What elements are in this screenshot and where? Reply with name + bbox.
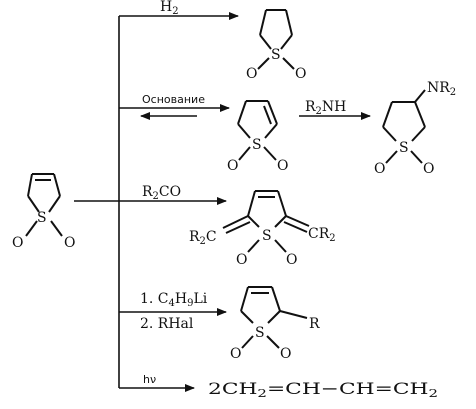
sulfolane-oxygen-right: O xyxy=(295,66,306,82)
ylidene-right: CR2 xyxy=(308,226,336,244)
ylidene-left: R2C xyxy=(189,229,217,247)
reagent-ketone: R2CO xyxy=(142,184,181,202)
start-oxygen-left: O xyxy=(12,235,23,251)
product-alkylsulfolene xyxy=(240,286,308,349)
sulfolane-sulfur: S xyxy=(271,47,281,63)
sulfolene2-sulfur: S xyxy=(252,137,262,153)
dialkylidene-oxygen-right: O xyxy=(286,252,297,268)
reagent-base: Основание xyxy=(142,93,205,106)
sulfolene2-oxygen-left: O xyxy=(227,158,238,174)
sulfolene2-oxygen-right: O xyxy=(277,158,288,174)
reagent-butyllithium: 1. C4H9Li xyxy=(140,291,208,309)
product-aminosulfolane xyxy=(382,89,426,164)
aminosulfolane-sulfur: S xyxy=(399,140,409,156)
alkylsulfolene-oxygen-right: O xyxy=(280,346,291,362)
amino-group: NR2 xyxy=(427,80,456,98)
aminosulfolane-oxygen-left: O xyxy=(374,161,385,177)
start-sulfur: S xyxy=(37,210,47,226)
sulfolane-oxygen-left: O xyxy=(246,66,257,82)
product-2-sulfolene xyxy=(237,100,278,161)
aminosulfolane-oxygen-right: O xyxy=(423,161,434,177)
alkyl-group: R xyxy=(309,316,320,332)
reagent-alkyl-halide: 2. RHal xyxy=(140,316,194,332)
product-dialkylidene xyxy=(222,190,310,253)
start-oxygen-right: O xyxy=(64,235,75,251)
product-sulfolane xyxy=(257,9,295,70)
reagent-amine: R2NH xyxy=(305,99,346,117)
branch-arrows xyxy=(74,12,371,392)
start-sulfolene xyxy=(25,173,63,237)
reagent-photolysis: hν xyxy=(143,373,156,386)
alkylsulfolene-sulfur: S xyxy=(255,325,265,341)
dialkylidene-oxygen-left: O xyxy=(236,252,247,268)
reagent-hydrogen: H2 xyxy=(160,0,179,17)
alkylsulfolene-oxygen-left: O xyxy=(230,346,241,362)
dialkylidene-sulfur: S xyxy=(262,228,272,244)
